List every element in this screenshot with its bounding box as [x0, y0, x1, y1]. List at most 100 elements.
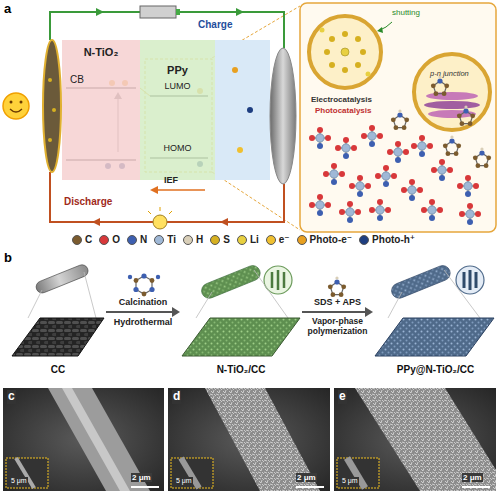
- process-label: Photocatalysis: [315, 106, 371, 115]
- legend-item: Li: [237, 234, 259, 245]
- drawing-part: [212, 6, 300, 230]
- drawing-part: [339, 201, 361, 223]
- drawing-part: [3, 93, 29, 119]
- drawing-part: [43, 40, 61, 172]
- legend-item: Photo-e⁻: [297, 234, 353, 245]
- legend-text: Li: [250, 234, 259, 245]
- drawing-part: [411, 135, 433, 157]
- node-text: LUMO: [164, 81, 190, 91]
- legend-text: N: [140, 234, 147, 245]
- drawing-part: [309, 194, 331, 216]
- panel-letter: a: [4, 2, 11, 17]
- process-label: Electrocatalysis: [311, 95, 372, 104]
- panel-letter: b: [4, 251, 12, 266]
- drawing-part: [456, 266, 484, 294]
- drawing-part: [462, 486, 490, 488]
- drawing-part: [309, 127, 331, 149]
- drawing-part: [134, 278, 139, 283]
- drawing-part: [389, 263, 452, 300]
- drawing-part: [341, 48, 349, 56]
- drawing-part: [334, 388, 496, 491]
- legend-text: Photo-e⁻: [310, 234, 353, 245]
- drawing-part: [361, 125, 383, 147]
- drawing-part: [128, 275, 132, 279]
- drawing-part: [309, 16, 381, 88]
- drawing-part: [324, 49, 330, 55]
- drawing-part: [375, 318, 494, 356]
- drawing-part: [199, 263, 262, 300]
- band-region: PPyLUMOHOMO: [140, 40, 215, 180]
- legend-swatch: [72, 235, 82, 245]
- legend-item: N: [127, 234, 147, 245]
- drawing-part: [431, 159, 453, 181]
- scale-bar-label: 5 μm: [10, 477, 28, 485]
- drawing-part: [34, 263, 89, 295]
- drawing-part: [320, 28, 371, 77]
- process-label: Discharge: [64, 196, 112, 208]
- node-text: PPy@N-TiO₂/CC: [397, 364, 474, 376]
- drawing-part: [300, 3, 496, 232]
- panel-letter: c: [7, 390, 16, 404]
- legend-text: H: [196, 234, 203, 245]
- drawing-part: [431, 75, 449, 96]
- legend-item: C: [72, 234, 92, 245]
- process-arrow: [106, 307, 180, 317]
- legend-swatch: [99, 235, 109, 245]
- drawing-part: [12, 318, 104, 356]
- drawing-part: [176, 9, 180, 15]
- drawing-part: [296, 486, 324, 488]
- drawing-part: [158, 189, 205, 191]
- drawing-part: [150, 186, 158, 194]
- drawing-part: [369, 199, 391, 221]
- legend-swatch: [237, 235, 247, 245]
- legend-item: Photo-h⁺: [359, 234, 415, 245]
- panel-letter: e: [338, 390, 347, 404]
- band-region: N-TiO₂CB: [62, 40, 140, 180]
- drawing-part: [377, 27, 383, 33]
- drawing-part: [323, 163, 345, 185]
- legend-text: Ti: [167, 234, 176, 245]
- drawing-part: [136, 276, 152, 294]
- drawing-part: [391, 109, 409, 130]
- drawing-part: [337, 458, 379, 488]
- drawing-part: [205, 388, 320, 491]
- drawing-part: [443, 135, 461, 156]
- drawing-part: [387, 141, 409, 163]
- drawing-part: [153, 215, 167, 229]
- legend-item: H: [183, 234, 203, 245]
- drawing-part: [3, 388, 164, 491]
- panel-a-art: [3, 3, 496, 232]
- arrow-shaft: [302, 311, 365, 313]
- panel-letter: d: [172, 390, 181, 404]
- legend-item: e⁻: [266, 234, 290, 245]
- drawing-part: [236, 8, 244, 16]
- junction-label: p-n junction: [430, 70, 469, 79]
- drawing-part: [459, 203, 481, 225]
- drawing-part: [349, 175, 371, 197]
- material-step: PPy@N-TiO₂/CC: [375, 262, 496, 380]
- legend-item: Ti: [154, 234, 176, 245]
- legend-swatch: [127, 235, 137, 245]
- drawing-part: [196, 270, 288, 318]
- arrow-shaft: [106, 311, 172, 313]
- legend-item: O: [99, 234, 120, 245]
- drawing-part: [156, 275, 160, 279]
- node-text: N-TiO₂: [84, 46, 119, 59]
- drawing-part: [270, 48, 296, 184]
- step-label: Vapor-phase polymerization: [301, 317, 374, 337]
- drawing-part: [171, 458, 213, 488]
- drawing-part: [150, 278, 155, 283]
- drawing-part: [199, 263, 262, 300]
- drawing-part: [220, 218, 228, 226]
- drawing-part: [355, 62, 361, 68]
- drawing-part: [272, 270, 284, 290]
- drawing-part: [131, 486, 159, 488]
- drawing-part: [168, 388, 330, 491]
- drawing-part: [28, 272, 96, 318]
- drawing-part: [414, 54, 490, 130]
- drawing-part: [148, 207, 172, 214]
- drawing-part: [473, 147, 491, 168]
- node-text: N-TiO₂/CC: [217, 364, 266, 376]
- drawing-part: [48, 78, 52, 82]
